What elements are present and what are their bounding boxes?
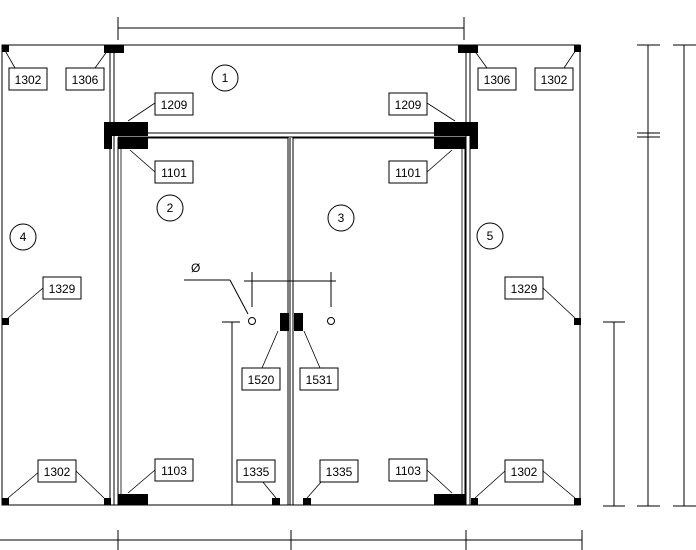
- callout-label: 1101: [161, 166, 187, 180]
- callout-label: 1302: [15, 73, 42, 87]
- callout-1329-left: 1329: [42, 276, 82, 300]
- callout-label: 1209: [395, 98, 422, 112]
- panel-number-1: 1: [211, 64, 239, 92]
- panel-number-text: 3: [338, 211, 345, 225]
- top-dimension-line: [117, 17, 465, 40]
- callout-1531: 1531: [299, 367, 339, 391]
- callout-1335-left: 1335: [236, 459, 276, 483]
- callout-1329-right: 1329: [504, 276, 544, 300]
- callout-1335-right: 1335: [319, 459, 359, 483]
- handle-dimension: [184, 272, 336, 505]
- glass-frame: [1, 44, 581, 506]
- right-dimension-lines: [603, 44, 696, 507]
- callout-label: 1520: [248, 373, 275, 387]
- callout-label: 1302: [541, 73, 568, 87]
- diameter-symbol: Ø: [191, 261, 200, 275]
- callout-1101-left: 1101: [154, 160, 194, 184]
- callout-1306-top-right: 1306: [477, 67, 517, 91]
- callout-label: 1306: [484, 73, 511, 87]
- panel-number-text: 1: [222, 71, 229, 85]
- callout-1209-left: 1209: [154, 92, 194, 116]
- callout-1302-top-right: 1302: [534, 67, 574, 91]
- callout-1209-right: 1209: [388, 92, 428, 116]
- callout-label: 1302: [511, 465, 538, 479]
- panel-number-text: 5: [487, 229, 494, 243]
- hardware-fittings: [2, 45, 581, 505]
- callout-label: 1103: [395, 464, 421, 478]
- callout-label: 1335: [326, 465, 353, 479]
- callout-1306-top-left: 1306: [65, 67, 105, 91]
- callout-1302-bottom-center-right: 1302: [504, 459, 544, 483]
- callout-1103-left: 1103: [154, 458, 194, 482]
- bottom-dimension-line: [0, 530, 583, 550]
- leader-lines: [2, 46, 579, 499]
- callout-label: 1103: [161, 464, 187, 478]
- callout-label: 1306: [72, 73, 99, 87]
- callout-label: 1101: [395, 166, 421, 180]
- callout-1302-bottom-left: 1302: [37, 459, 77, 483]
- callout-label: 1302: [44, 465, 71, 479]
- panel-number-text: 4: [20, 230, 27, 244]
- callout-label: 1329: [49, 282, 76, 296]
- callout-1103-right: 1103: [388, 458, 428, 482]
- panel-number-3: 3: [327, 204, 355, 232]
- panel-number-text: 2: [167, 201, 174, 215]
- callout-1520: 1520: [241, 367, 281, 391]
- callout-1302-top-left: 1302: [8, 67, 48, 91]
- callout-label: 1209: [161, 98, 188, 112]
- panel-number-2: 2: [156, 194, 184, 222]
- panel-number-4: 4: [9, 223, 37, 251]
- callout-1101-right: 1101: [388, 160, 428, 184]
- callout-label: 1329: [511, 282, 538, 296]
- panel-number-5: 5: [476, 222, 504, 250]
- callout-label: 1531: [306, 373, 333, 387]
- callout-label: 1335: [243, 465, 270, 479]
